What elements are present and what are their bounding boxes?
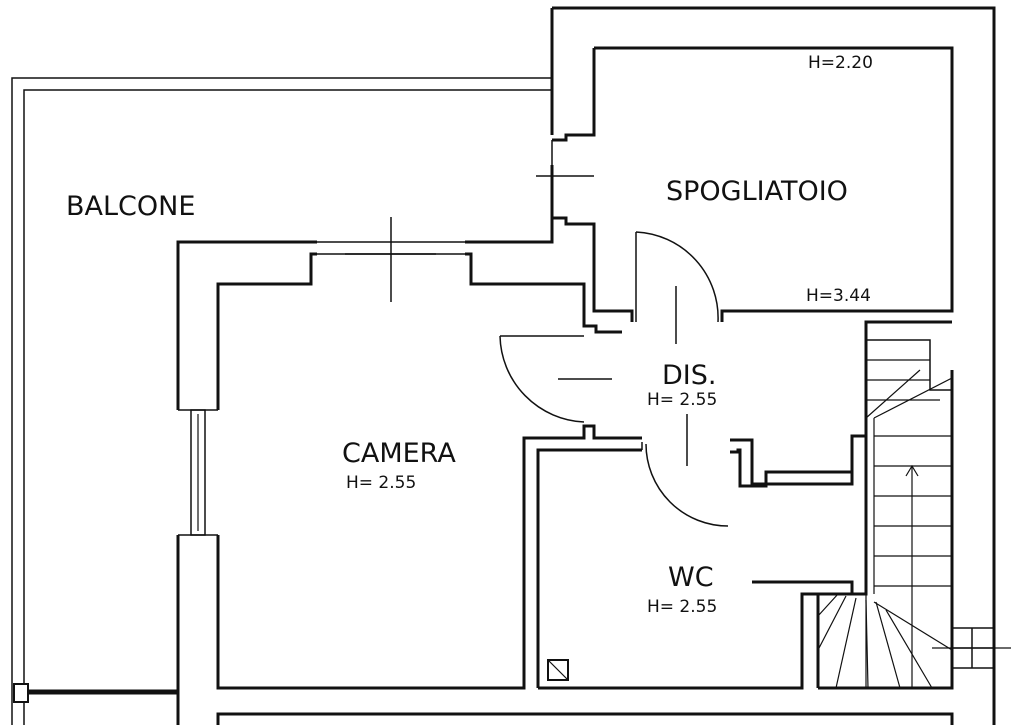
height-label-wc: H= 2.55 xyxy=(647,597,717,617)
height-label-dis: H= 2.55 xyxy=(647,390,717,410)
exterior-walls xyxy=(176,6,996,725)
doors xyxy=(499,231,729,527)
staircase xyxy=(816,339,1011,690)
height-label-camera: H= 2.55 xyxy=(346,473,416,493)
height-label-spogliatoio-top: H=2.20 xyxy=(808,53,873,73)
room-label-wc: WC xyxy=(668,562,714,593)
spogliatoio-walls xyxy=(552,46,954,436)
room-label-spogliatoio: SPOGLIATOIO xyxy=(666,176,848,207)
room-label-balcone: BALCONE xyxy=(66,191,195,222)
camera-walls xyxy=(178,140,642,690)
balcone-outline xyxy=(11,77,552,725)
room-label-dis: DIS. xyxy=(662,360,716,391)
height-label-spogliatoio-bottom: H=3.44 xyxy=(806,286,871,306)
room-label-camera: CAMERA xyxy=(342,438,456,469)
